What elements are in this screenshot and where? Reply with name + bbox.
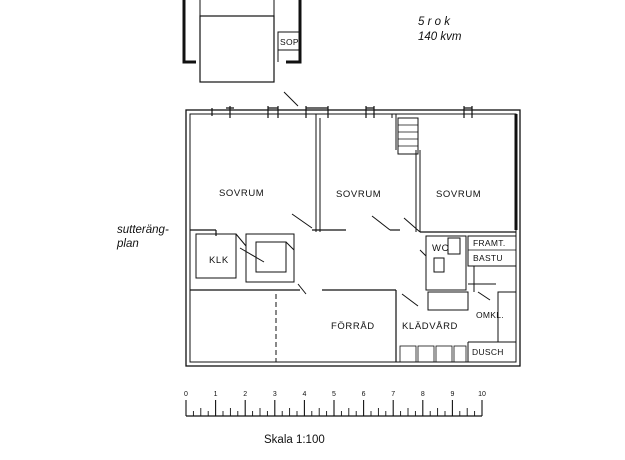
room-label-forrad: FÖRRÅD bbox=[331, 321, 375, 332]
scale-labels: 0 1 2 3 4 5 6 7 8 9 10 bbox=[184, 391, 486, 398]
room-label-dusch: DUSCH bbox=[472, 347, 504, 357]
scale-tick-label: 2 bbox=[243, 391, 247, 398]
room-label-sovrum-1: SOVRUM bbox=[219, 188, 264, 199]
scale-caption: Skala 1:100 bbox=[264, 434, 325, 446]
scale-tick-label: 1 bbox=[214, 391, 218, 398]
scale-tick-label: 10 bbox=[478, 391, 486, 398]
scale-bar: 0 1 2 3 4 5 6 7 8 9 10 bbox=[184, 391, 486, 417]
room-label-sovrum-3: SOVRUM bbox=[436, 189, 481, 200]
main-plan-walls bbox=[185, 91, 521, 367]
room-label-framt: FRAMT. bbox=[473, 238, 506, 248]
room-label-kladvard: KLÄDVÅRD bbox=[402, 321, 458, 332]
scale-ticks bbox=[185, 400, 483, 416]
level-label-line1: sutteräng- bbox=[117, 224, 169, 236]
scale-tick-label: 4 bbox=[302, 391, 306, 398]
room-label-sop: SOP bbox=[280, 37, 299, 47]
room-label-sovrum-2: SOVRUM bbox=[336, 189, 381, 200]
level-label-line2: plan bbox=[116, 238, 139, 250]
scale-tick-label: 9 bbox=[450, 391, 454, 398]
room-count: 5 r o k bbox=[418, 16, 451, 28]
upper-fragment bbox=[182, 0, 302, 83]
floor-area: 140 kvm bbox=[418, 31, 462, 43]
room-label-klk: KLK bbox=[209, 255, 229, 266]
room-label-bastu: BASTU bbox=[473, 253, 503, 263]
scale-tick-label: 5 bbox=[332, 391, 336, 398]
scale-tick-label: 7 bbox=[391, 391, 395, 398]
scale-tick-label: 3 bbox=[273, 391, 277, 398]
room-label-omkl: OMKL. bbox=[476, 310, 504, 320]
room-label-wc: WC bbox=[432, 243, 449, 254]
scale-tick-label: 8 bbox=[421, 391, 425, 398]
scale-tick-label: 6 bbox=[362, 391, 366, 398]
scale-tick-label: 0 bbox=[184, 391, 188, 398]
